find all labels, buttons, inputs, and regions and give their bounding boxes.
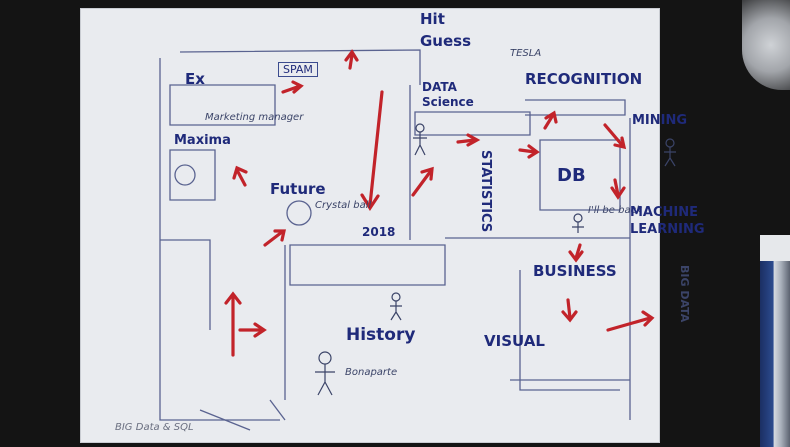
spam-label: SPAM (278, 62, 318, 77)
big-data-label: BIG DATA (678, 265, 691, 323)
machine-label: MACHINE (630, 205, 699, 220)
crystal-ball-label: Crystal ball (315, 200, 372, 211)
outer-left-wall (159, 58, 280, 421)
bonaparte-label: Bonaparte (345, 367, 398, 378)
tesla-label: TESLA (510, 48, 542, 59)
guess-label: Guess (420, 32, 472, 50)
history-label: History (346, 325, 416, 345)
paper-sheet (80, 8, 660, 443)
pen-cap (760, 235, 790, 261)
future-label: Future (270, 180, 326, 198)
ex-label: Ex (185, 70, 205, 88)
year-label: 2018 (362, 225, 396, 239)
maxima-label: Maxima (174, 133, 231, 148)
bottom-note-label: BIG Data & SQL (115, 422, 194, 433)
data-label: DATA (422, 80, 457, 94)
marketing-manager-label: Marketing manager (205, 112, 304, 123)
pen (760, 235, 790, 447)
recognition-label: RECOGNITION (525, 70, 643, 88)
ill-be-back-label: I'll be back (588, 205, 642, 216)
business-label: BUSINESS (533, 262, 617, 280)
db-label: DB (557, 165, 586, 186)
learning-label: LEARNING (630, 222, 705, 237)
roof-line (179, 49, 421, 85)
visual-label: VISUAL (484, 332, 545, 350)
statistics-label: STATISTICS (478, 150, 493, 233)
mining-label: MINING (632, 113, 688, 128)
hit-label: Hit (420, 10, 445, 28)
science-label: Science (422, 95, 474, 109)
desk-lamp (742, 0, 790, 90)
